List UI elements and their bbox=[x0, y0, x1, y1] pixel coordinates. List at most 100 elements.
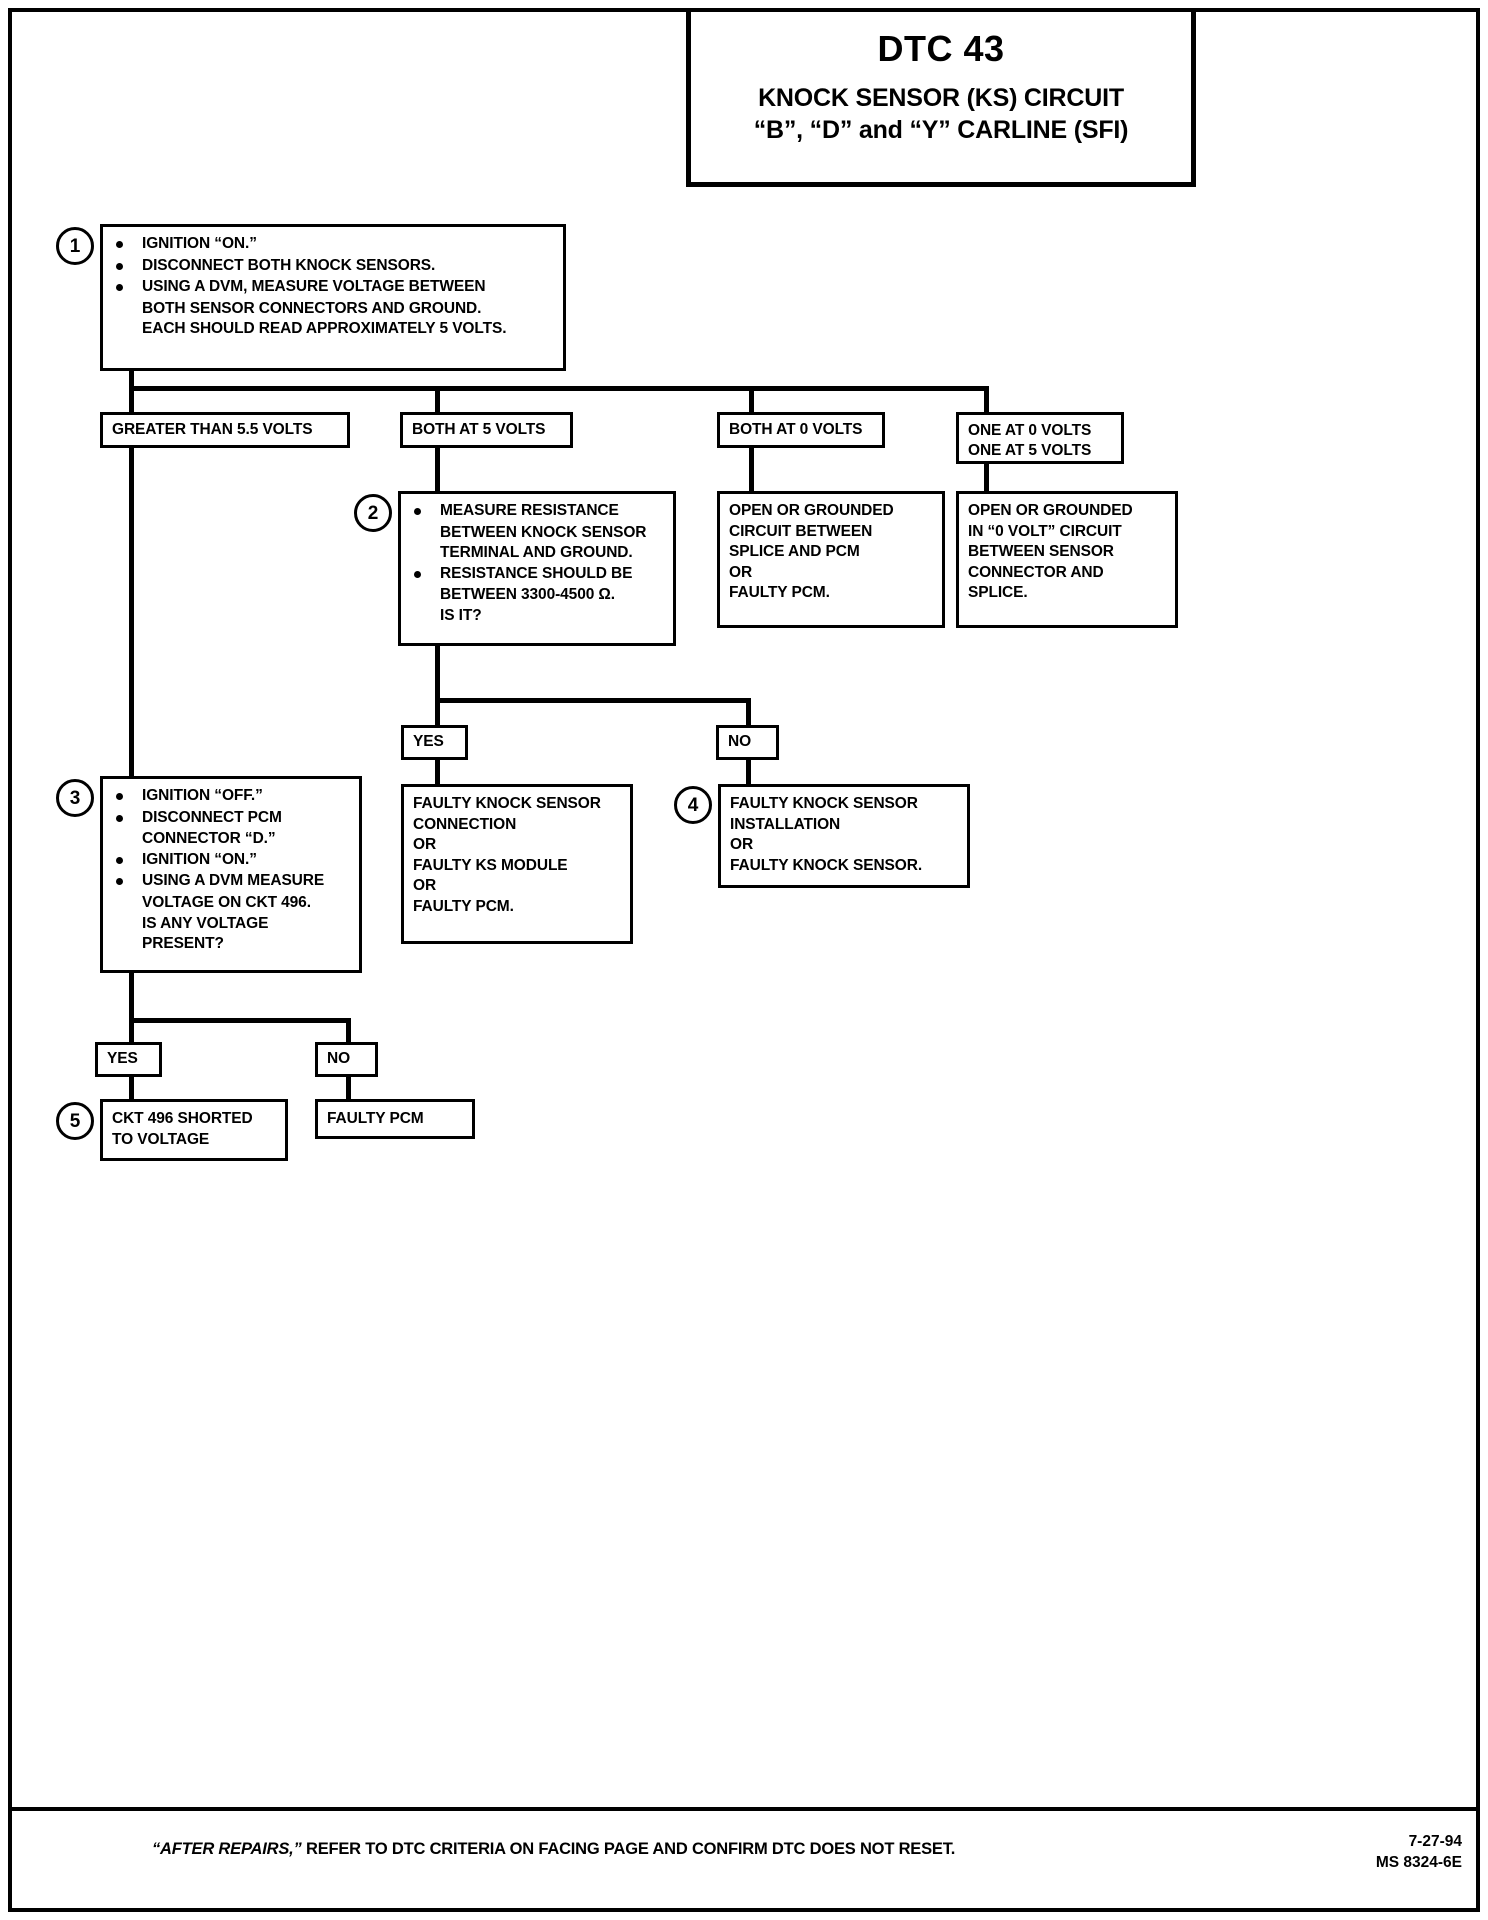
result-text: OR bbox=[730, 836, 754, 854]
connector-bus bbox=[129, 386, 989, 391]
page-title-line1: KNOCK SENSOR (KS) CIRCUIT bbox=[758, 84, 1124, 113]
result-text: OPEN OR GROUNDED bbox=[729, 502, 894, 519]
result-box-one-0-one-5-volts: OPEN OR GROUNDED IN “0 VOLT” CIRCUIT BET… bbox=[956, 491, 1178, 628]
connector-line bbox=[435, 760, 440, 786]
bullet-icon bbox=[116, 241, 123, 248]
connector-line bbox=[346, 1077, 351, 1101]
page-title-line2: “B”, “D” and “Y” CARLINE (SFI) bbox=[753, 115, 1129, 144]
result-box-faulty-knock-sensor-connection: FAULTY KNOCK SENSOR CONNECTION OR FAULTY… bbox=[401, 784, 633, 944]
instruction-text: BOTH SENSOR CONNECTORS AND GROUND. bbox=[142, 299, 482, 317]
list-item: DISCONNECT PCM bbox=[112, 808, 350, 829]
result-box-faulty-pcm: FAULTY PCM bbox=[315, 1099, 475, 1139]
bullet-icon bbox=[414, 570, 421, 578]
result-text: INSTALLATION bbox=[730, 815, 841, 833]
result-text: SPLICE. bbox=[968, 584, 1028, 602]
result-text: FAULTY PCM bbox=[327, 1110, 424, 1127]
result-text: FAULTY KNOCK SENSOR bbox=[730, 795, 918, 812]
list-item: IGNITION “ON.” bbox=[112, 234, 554, 255]
footer-doc-code: 7-27-94 MS 8324-6E bbox=[1292, 1832, 1462, 1874]
connector-line bbox=[984, 464, 989, 493]
result-text: CIRCUIT BETWEEN bbox=[729, 522, 873, 540]
connector-line bbox=[749, 386, 754, 414]
bullet-icon bbox=[116, 262, 123, 270]
instruction-text: PRESENT? bbox=[142, 935, 224, 953]
list-item: IGNITION “ON.” bbox=[112, 850, 350, 871]
branch-label-no-step2: NO bbox=[716, 725, 779, 760]
instruction-text: IGNITION “ON.” bbox=[142, 235, 257, 252]
title-block: DTC 43 KNOCK SENSOR (KS) CIRCUIT “B”, “D… bbox=[686, 12, 1196, 187]
connector-line bbox=[346, 1018, 351, 1043]
connector-line bbox=[435, 448, 440, 493]
result-text: FAULTY KNOCK SENSOR bbox=[413, 795, 601, 812]
step-number-4: 4 bbox=[674, 786, 712, 824]
connector-line bbox=[749, 448, 754, 493]
branch-label-both-at-5-volts: BOTH AT 5 VOLTS bbox=[400, 412, 573, 448]
bullet-icon bbox=[116, 878, 123, 886]
instruction-text: USING A DVM, MEASURE VOLTAGE BETWEEN bbox=[142, 278, 486, 296]
result-text: OPEN OR GROUNDED bbox=[968, 502, 1133, 519]
instruction-text: RESISTANCE SHOULD BE bbox=[440, 564, 633, 582]
footer-date: 7-27-94 bbox=[1408, 1833, 1462, 1850]
connector-line bbox=[129, 973, 134, 1023]
footer-divider bbox=[12, 1807, 1476, 1811]
list-item: RESISTANCE SHOULD BE bbox=[410, 564, 664, 585]
result-text: FAULTY KS MODULE bbox=[413, 856, 568, 874]
connector-line bbox=[129, 371, 134, 388]
step-2-resistance-box: MEASURE RESISTANCE BETWEEN KNOCK SENSOR … bbox=[398, 491, 676, 646]
instruction-text: CONNECTOR “D.” bbox=[142, 830, 276, 848]
result-box-ckt-496-shorted: CKT 496 SHORTED TO VOLTAGE bbox=[100, 1099, 288, 1161]
instruction-text: DISCONNECT BOTH KNOCK SENSORS. bbox=[142, 256, 436, 274]
footer-rest: REFER TO DTC CRITERIA ON FACING PAGE AND… bbox=[301, 1840, 956, 1858]
step-number-5: 5 bbox=[56, 1102, 94, 1140]
result-box-both-0-volts: OPEN OR GROUNDED CIRCUIT BETWEEN SPLICE … bbox=[717, 491, 945, 628]
branch-label-yes-step2: YES bbox=[401, 725, 468, 760]
instruction-text: IS ANY VOLTAGE bbox=[142, 914, 269, 932]
footer-quote: “AFTER REPAIRS,” bbox=[152, 1840, 302, 1858]
result-text: FAULTY PCM. bbox=[413, 898, 514, 916]
branch-label-line2: ONE AT 5 VOLTS bbox=[968, 442, 1092, 460]
branch-label-line1: ONE AT 0 VOLTS bbox=[968, 422, 1092, 439]
list-item: USING A DVM MEASURE bbox=[112, 871, 350, 892]
instruction-text: BETWEEN KNOCK SENSOR bbox=[440, 523, 647, 541]
connector-line bbox=[435, 698, 440, 726]
connector-line bbox=[746, 698, 751, 726]
footer-ms-code: MS 8324-6E bbox=[1375, 1853, 1462, 1871]
branch-label-yes-step3: YES bbox=[95, 1042, 162, 1077]
result-text: OR bbox=[729, 563, 753, 581]
connector-line bbox=[435, 386, 440, 414]
result-text: CKT 496 SHORTED bbox=[112, 1110, 253, 1127]
instruction-text: IGNITION “OFF.” bbox=[142, 787, 263, 804]
connector-line bbox=[129, 448, 134, 795]
instruction-text: MEASURE RESISTANCE bbox=[440, 502, 619, 519]
connector-line bbox=[746, 760, 751, 786]
connector-bus bbox=[435, 698, 751, 703]
branch-label-no-step3: NO bbox=[315, 1042, 378, 1077]
step-3-instruction-box: IGNITION “OFF.” DISCONNECT PCM CONNECTOR… bbox=[100, 776, 362, 973]
branch-label-both-at-0-volts: BOTH AT 0 VOLTS bbox=[717, 412, 885, 448]
result-text: CONNECTOR AND bbox=[968, 563, 1104, 581]
instruction-text: BETWEEN 3300-4500 Ω. bbox=[440, 586, 615, 604]
connector-line bbox=[129, 1018, 134, 1043]
step-number-1: 1 bbox=[56, 227, 94, 265]
connector-line bbox=[984, 386, 989, 414]
branch-label-greater-than-5-5-volts: GREATER THAN 5.5 VOLTS bbox=[100, 412, 350, 448]
result-text: CONNECTION bbox=[413, 815, 517, 833]
result-text: OR bbox=[413, 877, 437, 895]
connector-line bbox=[129, 386, 134, 414]
result-box-faulty-knock-sensor-installation: FAULTY KNOCK SENSOR INSTALLATION OR FAUL… bbox=[718, 784, 970, 888]
instruction-text: EACH SHOULD READ APPROXIMATELY 5 VOLTS. bbox=[142, 320, 507, 338]
connector-line bbox=[435, 646, 440, 703]
result-text: FAULTY PCM. bbox=[729, 584, 830, 602]
result-text: OR bbox=[413, 836, 437, 854]
instruction-text: IGNITION “ON.” bbox=[142, 850, 257, 868]
result-text: TO VOLTAGE bbox=[112, 1130, 210, 1148]
result-text: SPLICE AND PCM bbox=[729, 543, 860, 561]
page-title-dtc: DTC 43 bbox=[877, 28, 1005, 69]
connector-line bbox=[129, 1077, 134, 1101]
bullet-icon bbox=[414, 508, 421, 515]
page-border: DTC 43 KNOCK SENSOR (KS) CIRCUIT “B”, “D… bbox=[8, 8, 1480, 1912]
result-text: FAULTY KNOCK SENSOR. bbox=[730, 856, 923, 874]
instruction-text: TERMINAL AND GROUND. bbox=[440, 544, 633, 562]
bullet-icon bbox=[116, 814, 123, 822]
bullet-icon bbox=[116, 856, 123, 864]
